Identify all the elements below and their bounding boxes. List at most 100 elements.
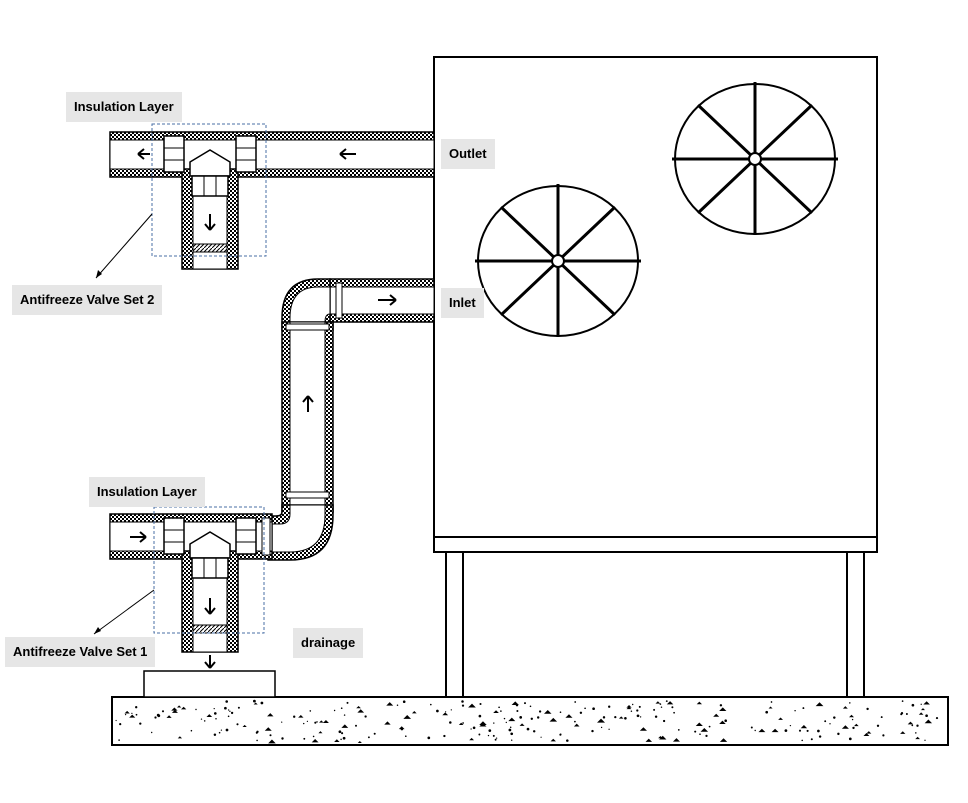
concrete-speck [213, 707, 215, 710]
concrete-speck [608, 705, 611, 708]
concrete-texture [115, 699, 939, 744]
concrete-speck [495, 737, 498, 739]
concrete-speck [118, 739, 120, 741]
concrete-speck [638, 705, 641, 708]
concrete-speck [124, 713, 127, 716]
concrete-speck [200, 718, 203, 720]
concrete-speck [430, 703, 432, 706]
concrete-aggregate [645, 738, 653, 742]
concrete-speck [333, 709, 336, 712]
concrete-aggregate [356, 705, 361, 709]
label-insulation-layer-bottom: Insulation Layer [89, 477, 205, 507]
concrete-speck [488, 729, 492, 732]
concrete-aggregate [907, 721, 914, 725]
lower-coupling [261, 517, 271, 556]
concrete-speck [253, 699, 256, 703]
concrete-aggregate [713, 713, 720, 717]
concrete-speck [256, 730, 259, 733]
concrete-aggregate [768, 706, 773, 709]
concrete-speck [653, 708, 656, 711]
concrete-speck [494, 738, 497, 741]
concrete-aggregate [171, 709, 178, 713]
concrete-speck [156, 713, 160, 717]
concrete-speck [639, 716, 642, 718]
concrete-speck [400, 727, 404, 731]
concrete-speck [340, 738, 342, 741]
concrete-speck [131, 712, 133, 715]
concrete-aggregate [384, 721, 391, 725]
concrete-speck [515, 703, 519, 707]
concrete-speck [614, 715, 617, 719]
concrete-speck [340, 707, 343, 710]
concrete-speck [203, 720, 206, 722]
concrete-speck [566, 739, 569, 742]
concrete-speck [314, 721, 317, 724]
concrete-speck [524, 702, 526, 705]
concrete-aggregate [519, 723, 525, 726]
concrete-speck [654, 715, 658, 718]
concrete-speck [851, 718, 854, 721]
concrete-speck [342, 736, 346, 740]
concrete-aggregate [508, 717, 516, 722]
concrete-speck [229, 710, 231, 712]
concrete-speck [396, 704, 399, 706]
concrete-speck [579, 711, 583, 714]
concrete-speck [505, 721, 507, 724]
concrete-speck [630, 710, 633, 712]
concrete-speck [694, 730, 697, 733]
concrete-speck [876, 724, 880, 727]
concrete-speck [584, 707, 586, 710]
concrete-aggregate [180, 706, 187, 710]
concrete-speck [516, 709, 519, 713]
concrete-speck [600, 726, 603, 729]
concrete-speck [671, 706, 674, 709]
concrete-speck [911, 724, 914, 727]
concrete-aggregate [357, 709, 365, 713]
concrete-speck [529, 705, 532, 708]
concrete-speck [230, 711, 234, 715]
concrete-speck [427, 736, 431, 740]
label-outlet: Outlet [441, 139, 495, 169]
concrete-speck [161, 710, 165, 713]
concrete-aggregate [778, 717, 783, 720]
concrete-speck [479, 702, 482, 706]
concrete-speck [402, 700, 406, 703]
concrete-aggregate [719, 707, 727, 712]
concrete-speck [472, 726, 476, 730]
concrete-speck [303, 722, 305, 725]
upper-fitting-right [235, 135, 257, 173]
flow-arrow-right [130, 531, 147, 543]
concrete-aggregate [849, 714, 855, 718]
concrete-aggregate [166, 715, 172, 718]
concrete-speck [592, 707, 595, 711]
concrete-speck [519, 716, 523, 719]
concrete-aggregate [758, 728, 766, 733]
concrete-speck [281, 721, 283, 723]
concrete-speck [536, 716, 540, 719]
concrete-aggregate [129, 714, 136, 718]
concrete-aggregate [398, 726, 405, 730]
lower-drain-plug [192, 624, 228, 634]
concrete-aggregate [206, 714, 213, 717]
concrete-speck [119, 722, 122, 726]
concrete-speck [303, 737, 306, 740]
concrete-speck [806, 729, 809, 732]
concrete-speck [765, 710, 769, 714]
concrete-aggregate [920, 708, 926, 711]
concrete-aggregate [550, 738, 556, 742]
valve-set-1-outline [153, 506, 265, 634]
upper-valve-body [189, 149, 231, 177]
lower-valve-body [189, 531, 231, 559]
concrete-speck [538, 710, 542, 713]
concrete-speck [461, 704, 465, 707]
concrete-speck [449, 721, 452, 724]
concrete-aggregate [171, 707, 178, 711]
leader-line-valve-set-1 [93, 589, 155, 635]
lower-fitting-down [191, 557, 229, 579]
flow-arrow-down [204, 214, 216, 231]
concrete-speck [810, 738, 813, 741]
concrete-speck [492, 734, 495, 737]
concrete-speck [882, 734, 885, 737]
concrete-aggregate [403, 715, 412, 719]
concrete-speck [470, 728, 472, 730]
